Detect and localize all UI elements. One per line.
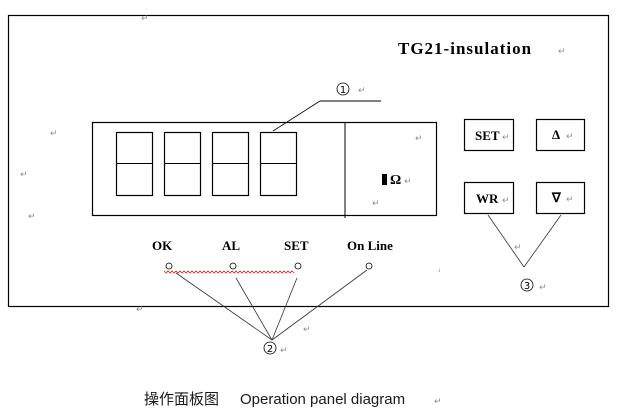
paragraph-mark-fragment: .ı xyxy=(437,267,441,274)
set-key-label[interactable]: SET xyxy=(475,128,500,143)
unit-prefix-mark xyxy=(382,174,387,185)
callout-circle xyxy=(336,82,350,96)
paragraph-mark: ↵ xyxy=(539,283,547,293)
leader-line xyxy=(523,214,562,268)
indicator-label-online: On Line xyxy=(347,238,393,253)
leader-line xyxy=(271,269,368,341)
callout-3: ↵ 3 ↵ xyxy=(487,214,562,293)
paragraph-mark: ↵ xyxy=(434,397,442,407)
key-up[interactable]: Δ ↵ xyxy=(535,118,586,152)
indicator-led-set xyxy=(294,262,302,270)
paragraph-mark: ↵ xyxy=(558,47,566,57)
paragraph-mark: ↵ xyxy=(28,212,36,222)
paragraph-mark: ↵ xyxy=(502,133,510,143)
leader-line xyxy=(271,277,298,341)
down-triangle-icon[interactable]: ∇ xyxy=(551,190,562,205)
unit-symbol: Ω xyxy=(390,173,401,188)
indicator-led-ok xyxy=(165,262,173,270)
caption-english: Operation panel diagram xyxy=(240,391,405,408)
up-key-frame[interactable] xyxy=(535,118,586,152)
paragraph-mark: ↵ xyxy=(502,196,510,206)
paragraph-mark: ↵ xyxy=(514,243,522,253)
write-key-label[interactable]: WR xyxy=(476,191,499,206)
panel-title: TG21-insulation xyxy=(398,39,532,58)
paragraph-mark: ↵ xyxy=(280,346,288,356)
indicator-label-ok: OK xyxy=(152,238,173,253)
leader-line xyxy=(235,277,273,341)
spellcheck-underline xyxy=(163,270,295,274)
write-key-frame[interactable] xyxy=(463,181,515,215)
paragraph-mark: ↵ xyxy=(358,86,366,96)
paragraph-mark: ↵ xyxy=(141,14,149,24)
indicator-led-online xyxy=(365,262,373,270)
callout-number: 3 xyxy=(524,281,530,292)
indicator-led-al xyxy=(229,262,237,270)
paragraph-mark: ↵ xyxy=(136,305,144,315)
callout-circle xyxy=(263,341,277,355)
leader-line xyxy=(175,272,273,341)
panel-frame xyxy=(7,14,610,308)
paragraph-mark: ↵ xyxy=(404,177,412,187)
leader-line xyxy=(487,214,525,268)
indicator-group: OK AL SET On Line ↵ .ı 2 ↵ xyxy=(152,238,441,356)
callout-number: 1 xyxy=(340,85,346,96)
callout-1: 1 ↵ xyxy=(272,82,381,132)
display-panel: Ω ↵ ↵ ↵ xyxy=(91,121,438,218)
up-triangle-icon[interactable]: Δ xyxy=(552,127,560,142)
paragraph-mark: ↵ xyxy=(303,325,311,335)
paragraph-mark: ↵ xyxy=(372,199,380,209)
down-key-frame[interactable] xyxy=(535,181,586,215)
digit-group xyxy=(115,131,298,197)
paragraph-mark: ↵ xyxy=(415,134,423,144)
leader-line xyxy=(272,100,321,132)
paragraph-mark: ↵ xyxy=(566,195,574,205)
paragraph-mark: ↵ xyxy=(566,132,574,142)
callout-number: 2 xyxy=(267,344,273,355)
caption-chinese: 操作面板图 xyxy=(144,390,219,408)
indicator-label-al: AL xyxy=(222,238,240,253)
paragraph-mark: ↵ xyxy=(20,170,28,180)
set-key-frame[interactable] xyxy=(463,118,515,152)
key-down[interactable]: ∇ ↵ xyxy=(535,181,586,215)
paragraph-mark: ↵ xyxy=(50,129,58,139)
key-set[interactable]: SET ↵ xyxy=(463,118,515,152)
callout-circle xyxy=(520,278,534,292)
indicator-label-set: SET xyxy=(284,238,309,253)
display-frame xyxy=(91,121,438,217)
key-write[interactable]: WR ↵ xyxy=(463,181,515,215)
